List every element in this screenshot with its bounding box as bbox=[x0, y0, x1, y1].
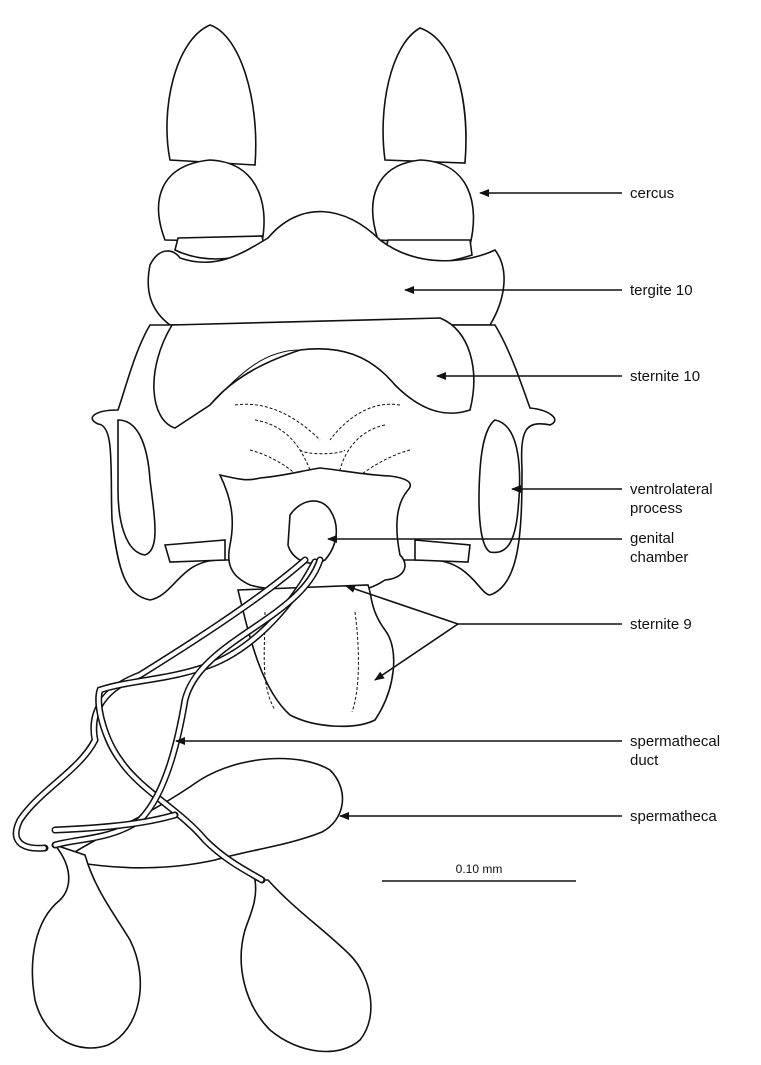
spermathecae bbox=[32, 759, 370, 1052]
label-sternite-10: sternite 10 bbox=[630, 368, 700, 385]
label-tergite-10: tergite 10 bbox=[630, 282, 693, 299]
scale-bar: 0.10 mm bbox=[382, 862, 576, 881]
ventrolateral-process-right bbox=[479, 420, 520, 553]
cercus-right bbox=[373, 28, 474, 263]
label-spermathecal-2: duct bbox=[630, 752, 659, 769]
genital-chamber bbox=[288, 501, 336, 563]
cercus-left bbox=[159, 25, 265, 259]
label-ventrolateral-1: ventrolateral bbox=[630, 481, 713, 498]
label-cercus: cercus bbox=[630, 185, 674, 202]
labels: cercus tergite 10 sternite 10 ventrolate… bbox=[630, 185, 720, 825]
spermatheca-lower-left bbox=[32, 845, 140, 1048]
label-spermatheca: spermatheca bbox=[630, 808, 717, 825]
label-sternite-9: sternite 9 bbox=[630, 616, 692, 633]
spermatheca-lower-right bbox=[241, 880, 371, 1051]
label-ventrolateral-2: process bbox=[630, 500, 683, 517]
spermatheca-upper bbox=[75, 759, 342, 868]
scale-bar-label: 0.10 mm bbox=[456, 862, 503, 876]
label-genital-2: chamber bbox=[630, 549, 688, 566]
label-genital-1: genital bbox=[630, 530, 674, 547]
subgenital-lobe bbox=[238, 585, 394, 726]
label-spermathecal-1: spermathecal bbox=[630, 733, 720, 750]
